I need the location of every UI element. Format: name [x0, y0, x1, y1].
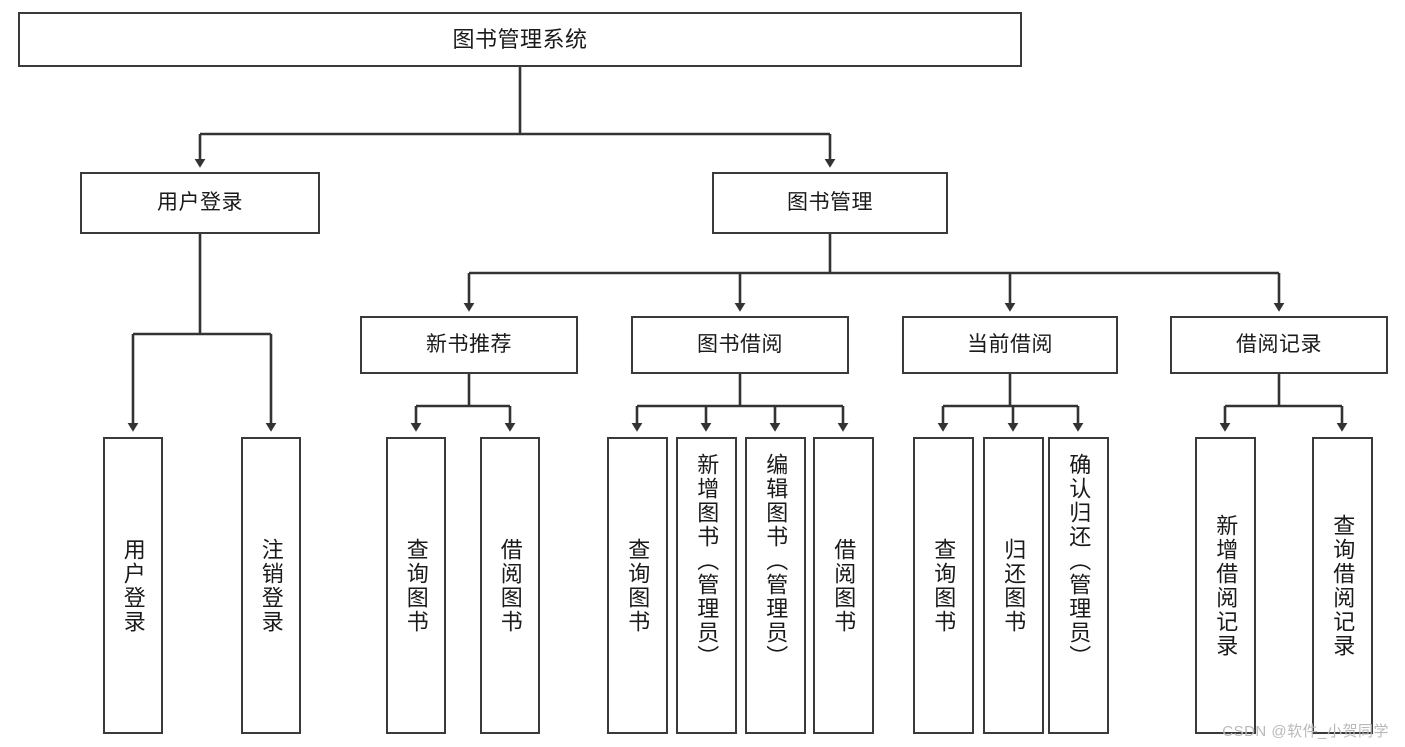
node-label: 查询借阅记录 — [1330, 513, 1356, 658]
node-label: 确认归还（管理员） — [1066, 453, 1092, 669]
leaf-return-book[interactable]: 归还图书 — [983, 437, 1044, 734]
node-book-borrow[interactable]: 图书借阅 — [631, 316, 849, 374]
leaf-edit-book-admin[interactable]: 编辑图书（管理员） — [745, 437, 806, 734]
node-label: 图书借阅 — [697, 332, 783, 356]
leaf-confirm-return-admin[interactable]: 确认归还（管理员） — [1048, 437, 1109, 734]
leaf-user-login[interactable]: 用户登录 — [103, 437, 163, 734]
leaf-borrow-book-borrow[interactable]: 借阅图书 — [813, 437, 874, 734]
node-label: 查询图书 — [403, 537, 429, 634]
node-new-book-recommendation[interactable]: 新书推荐 — [360, 316, 578, 374]
node-label: 查询图书 — [931, 537, 957, 634]
watermark: CSDN @软件_小贺同学 — [1222, 723, 1389, 740]
leaf-add-book-admin[interactable]: 新增图书（管理员） — [676, 437, 737, 734]
node-label: 新增图书（管理员） — [694, 453, 720, 669]
leaf-query-book-recommendation[interactable]: 查询图书 — [386, 437, 446, 734]
leaf-query-borrow-record[interactable]: 查询借阅记录 — [1312, 437, 1373, 734]
node-label: 新增借阅记录 — [1213, 513, 1239, 658]
node-root-system[interactable]: 图书管理系统 — [18, 12, 1022, 67]
node-label: 注销登录 — [258, 537, 284, 634]
node-book-management[interactable]: 图书管理 — [712, 172, 948, 234]
leaf-logout[interactable]: 注销登录 — [241, 437, 301, 734]
node-label: 编辑图书（管理员） — [763, 453, 789, 669]
node-label: 用户登录 — [157, 190, 243, 214]
node-label: 借阅记录 — [1236, 332, 1322, 356]
leaf-add-borrow-record[interactable]: 新增借阅记录 — [1195, 437, 1256, 734]
node-label: 借阅图书 — [831, 537, 857, 634]
node-label: 借阅图书 — [497, 537, 523, 634]
node-borrow-record[interactable]: 借阅记录 — [1170, 316, 1388, 374]
node-label: 查询图书 — [625, 537, 651, 634]
node-label: 归还图书 — [1001, 537, 1027, 634]
leaf-query-book-current[interactable]: 查询图书 — [913, 437, 974, 734]
node-label: 当前借阅 — [967, 332, 1053, 356]
node-label: 图书管理系统 — [452, 26, 588, 52]
node-label: 用户登录 — [120, 537, 146, 634]
node-current-borrow[interactable]: 当前借阅 — [902, 316, 1118, 374]
node-label: 新书推荐 — [426, 332, 512, 356]
leaf-query-book-borrow[interactable]: 查询图书 — [607, 437, 668, 734]
leaf-borrow-book-recommendation[interactable]: 借阅图书 — [480, 437, 540, 734]
node-label: 图书管理 — [787, 190, 873, 214]
node-user-login[interactable]: 用户登录 — [80, 172, 320, 234]
